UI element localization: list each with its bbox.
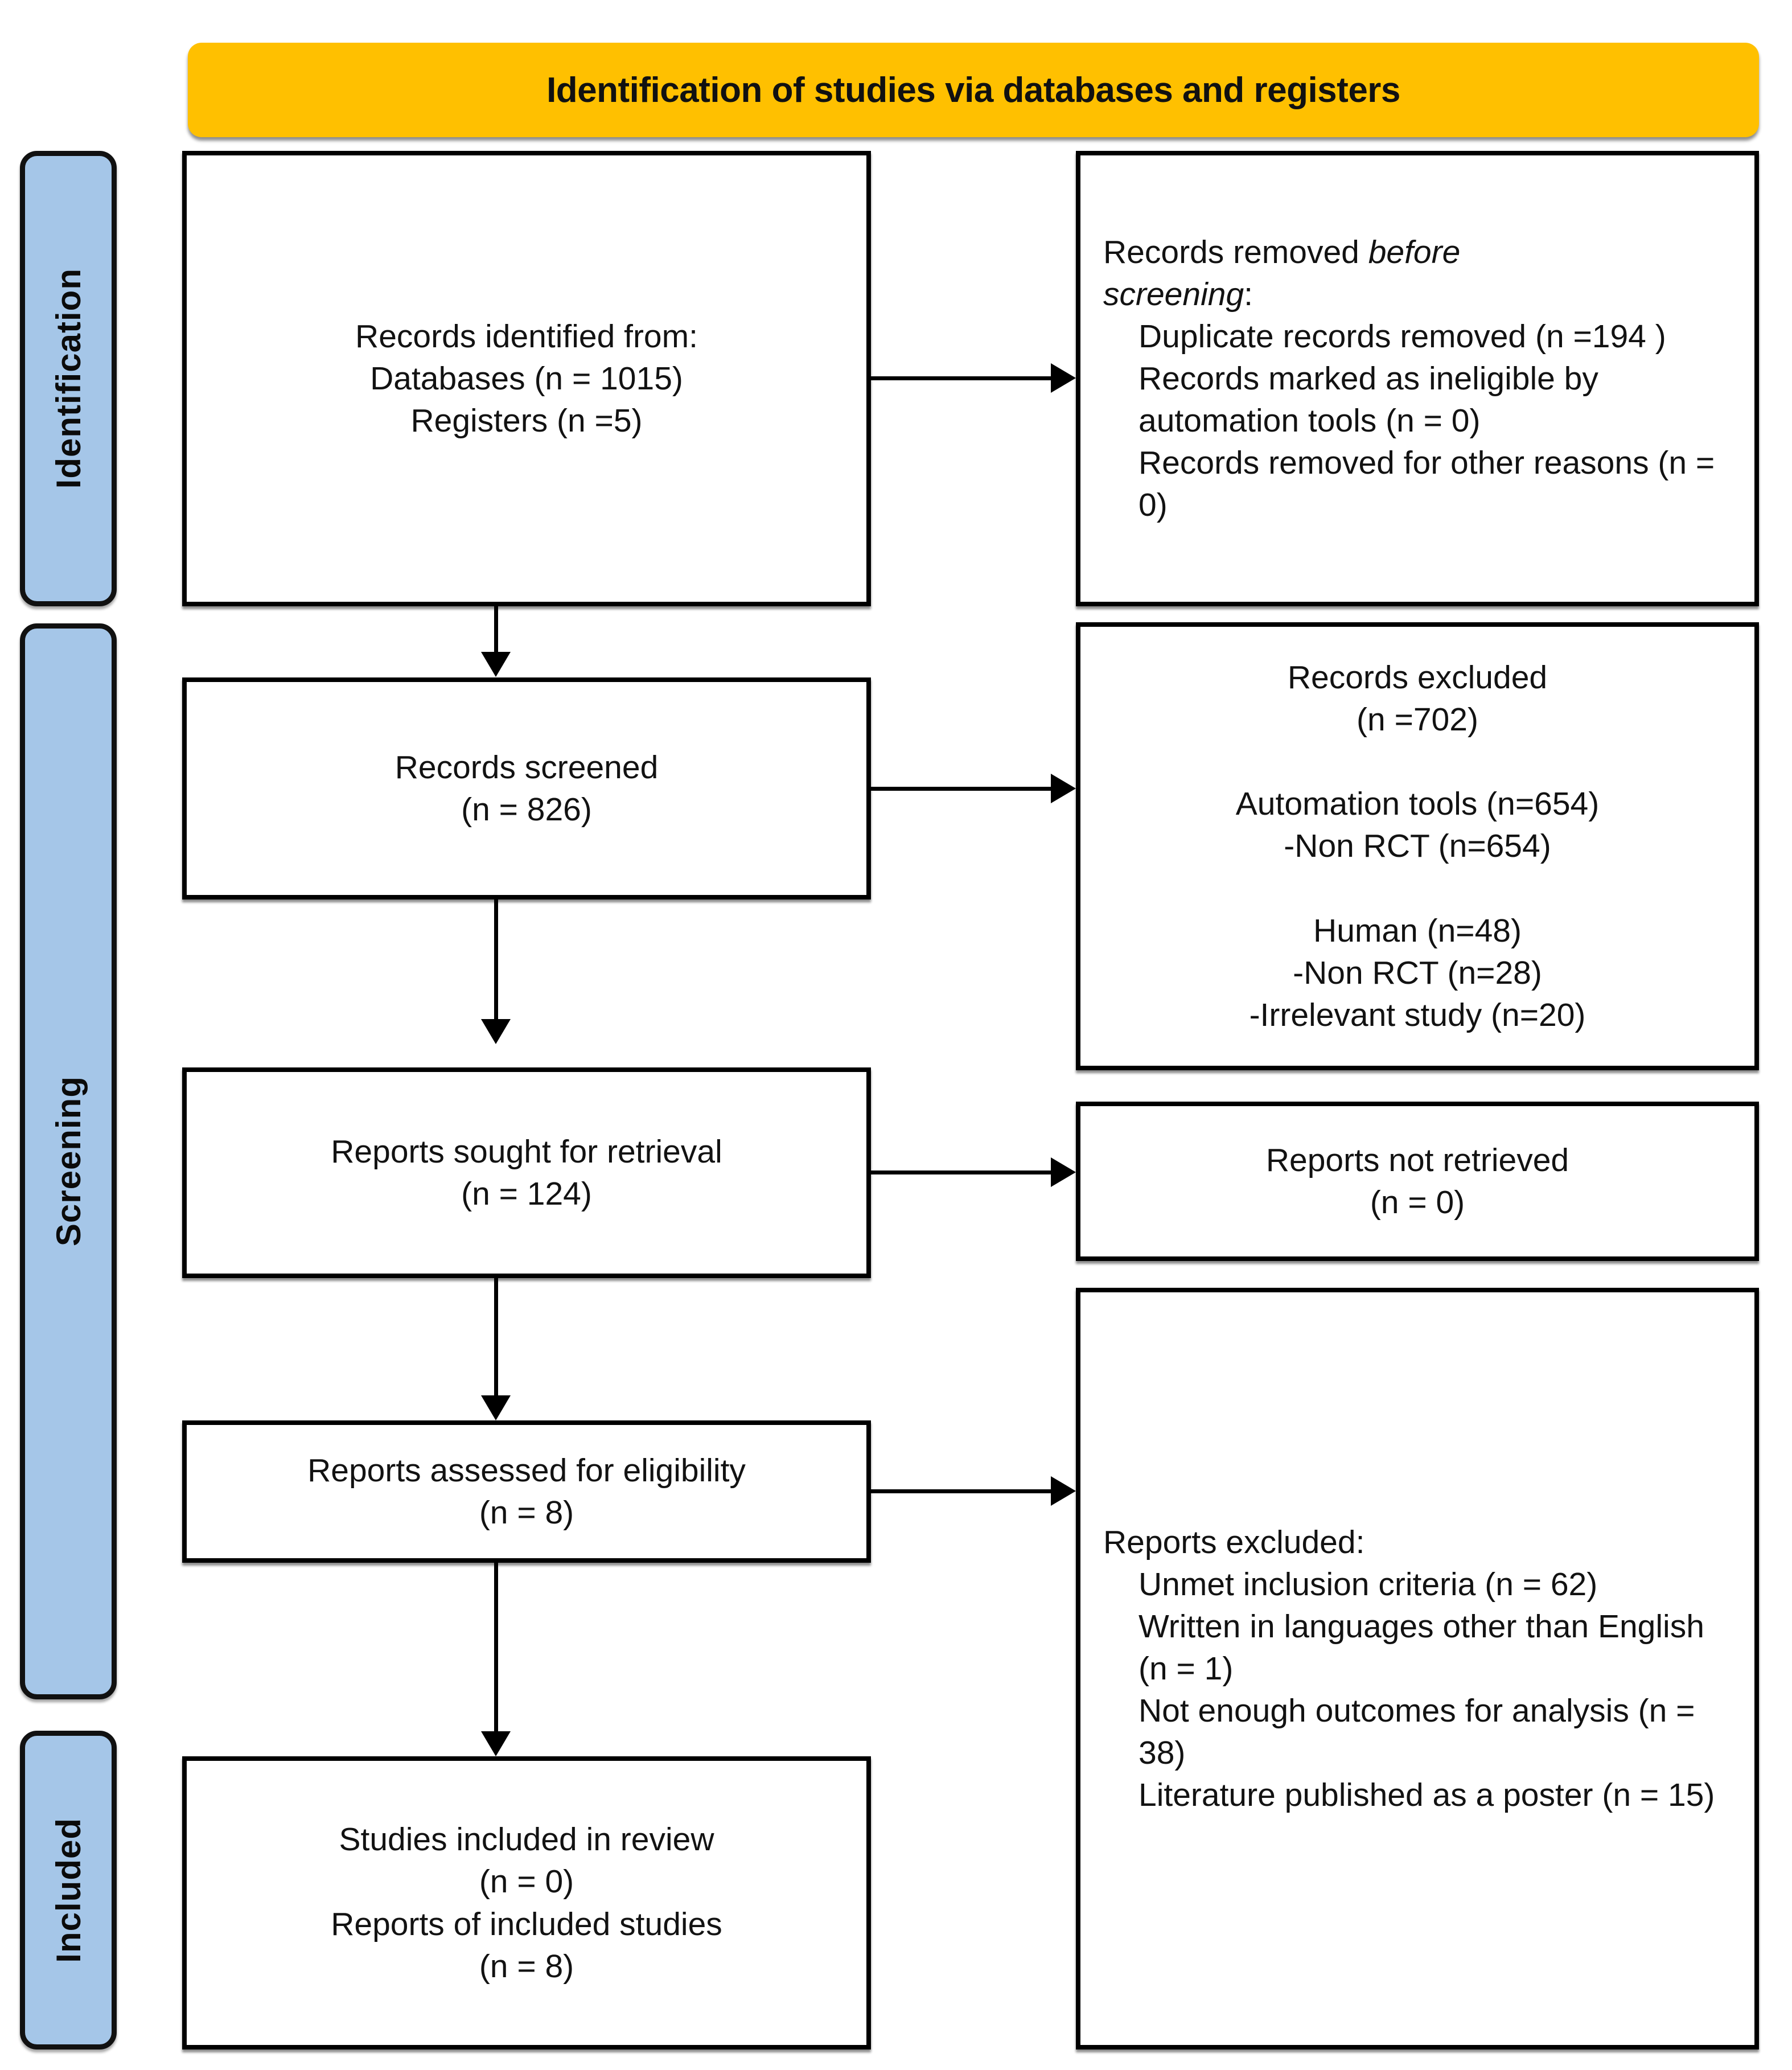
box-line: Reports sought for retrieval xyxy=(331,1133,722,1170)
connector-sought-to-assessed xyxy=(494,1278,498,1395)
title-colon: : xyxy=(1244,276,1253,313)
connector-sought-to-not-retrieved xyxy=(871,1170,1051,1174)
stage-label-screening: Screening xyxy=(49,1076,88,1247)
box-line: (n = 124) xyxy=(461,1176,592,1212)
box-line: Databases (n = 1015) xyxy=(370,360,683,397)
title-emphasis: before xyxy=(1368,233,1461,270)
arrowhead-down-icon xyxy=(481,652,511,677)
box-line: Automation tools (n=654) xyxy=(1235,786,1600,823)
box-line: Literature published as a poster (n = 15… xyxy=(1139,1777,1715,1814)
box-line: (n = 826) xyxy=(461,791,592,828)
box-line: (n = 8) xyxy=(479,1494,574,1531)
diagram-header-banner: Identification of studies via databases … xyxy=(188,43,1759,137)
box-line: Records excluded xyxy=(1287,659,1548,696)
box-line: Not enough outcomes for analysis (n = 38… xyxy=(1139,1693,1695,1772)
box-reports-excluded: Reports excluded: Unmet inclusion criter… xyxy=(1076,1288,1759,2050)
connector-screened-to-sought xyxy=(494,900,498,1019)
box-line: (n = 0) xyxy=(479,1863,574,1900)
connector-identified-to-removed xyxy=(871,376,1051,380)
box-studies-included: Studies included in review (n = 0) Repor… xyxy=(182,1756,871,2050)
box-line: (n =702) xyxy=(1357,701,1478,738)
stage-bar-included: Included xyxy=(20,1731,117,2050)
box-reports-not-retrieved: Reports not retrieved (n = 0) xyxy=(1076,1102,1759,1261)
box-records-excluded: Records excluded (n =702) Automation too… xyxy=(1076,622,1759,1070)
arrowhead-right-icon xyxy=(1051,363,1076,393)
box-line: (n = 0) xyxy=(1370,1184,1465,1221)
arrowhead-down-icon xyxy=(481,1019,511,1044)
stage-bar-screening: Screening xyxy=(20,623,117,1699)
stage-label-identification: Identification xyxy=(49,268,88,489)
box-line: -Non RCT (n=28) xyxy=(1293,954,1542,991)
box-line: Unmet inclusion criteria (n = 62) xyxy=(1139,1566,1598,1603)
arrowhead-right-icon xyxy=(1051,1476,1076,1506)
page-title: Identification of studies via databases … xyxy=(546,70,1400,110)
arrowhead-down-icon xyxy=(481,1395,511,1420)
box-line: Reports not retrieved xyxy=(1265,1141,1569,1178)
stage-bar-identification: Identification xyxy=(20,151,117,606)
box-line: Records identified from: xyxy=(355,318,698,355)
box-line: Written in languages other than English … xyxy=(1139,1608,1704,1687)
box-line: Reports of included studies xyxy=(331,1905,722,1942)
arrowhead-right-icon xyxy=(1051,774,1076,803)
box-line: -Irrelevant study (n=20) xyxy=(1249,996,1586,1033)
box-records-screened: Records screened (n = 826) xyxy=(182,677,871,900)
box-line: Duplicate records removed (n =194 ) xyxy=(1139,318,1666,355)
box-records-removed-before-screening: Records removed before screening: Duplic… xyxy=(1076,151,1759,606)
box-reports-assessed: Reports assessed for eligibility (n = 8) xyxy=(182,1420,871,1563)
box-line: Registers (n =5) xyxy=(410,402,643,440)
arrowhead-down-icon xyxy=(481,1731,511,1756)
box-line: Studies included in review xyxy=(339,1821,714,1858)
box-title: Records removed before xyxy=(1103,231,1460,273)
box-line: Records screened xyxy=(394,749,659,786)
title-part: Records removed xyxy=(1103,233,1368,270)
connector-assessed-to-reports-excluded xyxy=(871,1489,1051,1493)
box-records-identified: Records identified from: Databases (n = … xyxy=(182,151,871,606)
box-line: Records marked as ineligible by automati… xyxy=(1139,360,1598,440)
box-title-cont: screening: xyxy=(1103,273,1253,315)
box-line: (n = 8) xyxy=(479,1948,574,1985)
box-line: Reports assessed for eligibility xyxy=(307,1452,746,1489)
stage-label-included: Included xyxy=(49,1817,88,1963)
box-reports-sought: Reports sought for retrieval (n = 124) xyxy=(182,1067,871,1278)
box-line: Records removed for other reasons (n = 0… xyxy=(1139,445,1715,524)
arrowhead-right-icon xyxy=(1051,1157,1076,1187)
title-emphasis-cont: screening xyxy=(1103,276,1244,313)
connector-identified-to-screened xyxy=(494,606,498,652)
connector-screened-to-excluded xyxy=(871,787,1051,791)
connector-assessed-to-included xyxy=(494,1563,498,1731)
box-title: Reports excluded: xyxy=(1103,1523,1365,1560)
box-line: Human (n=48) xyxy=(1313,912,1522,949)
box-line: -Non RCT (n=654) xyxy=(1284,828,1551,865)
